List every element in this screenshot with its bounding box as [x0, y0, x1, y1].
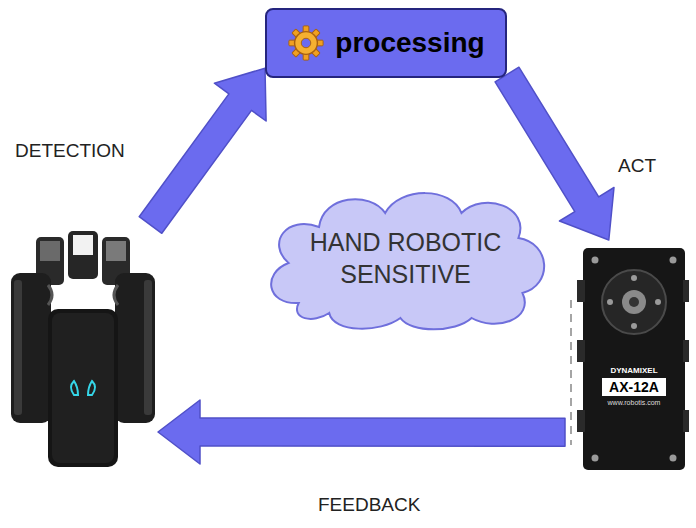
- dashed-guide: [570, 300, 572, 445]
- model-label: AX-12A: [602, 378, 666, 396]
- servo-label-group: DYNAMIXEL AX-12A www.robotis.com: [583, 364, 685, 408]
- armband-device: [8, 225, 158, 470]
- brand-label: DYNAMIXEL: [608, 365, 659, 376]
- block-arrow: [139, 68, 266, 233]
- edge-label: FEEDBACK: [318, 494, 420, 516]
- armband-illustration: [8, 225, 158, 470]
- armband-front-pod: [48, 309, 118, 467]
- edge-label: ACT: [618, 155, 656, 177]
- edge-label: DETECTION: [15, 140, 125, 162]
- servo-body: [583, 248, 685, 470]
- url-label: www.robotis.com: [606, 398, 663, 407]
- gear-icon: [287, 24, 325, 62]
- block-arrow: [158, 400, 565, 464]
- process-label: processing: [335, 27, 484, 59]
- servo-horn: [602, 270, 666, 334]
- cloud-label: HAND ROBOTIC SENSITIVE: [298, 226, 513, 290]
- cloud-shape: HAND ROBOTIC SENSITIVE: [258, 183, 553, 333]
- cloud-outline: [258, 183, 553, 333]
- process-box: processing: [265, 8, 507, 78]
- armband-back-pods: [36, 231, 130, 285]
- servo-illustration: [565, 240, 690, 475]
- servo-device: DYNAMIXEL AX-12A www.robotis.com: [565, 240, 690, 475]
